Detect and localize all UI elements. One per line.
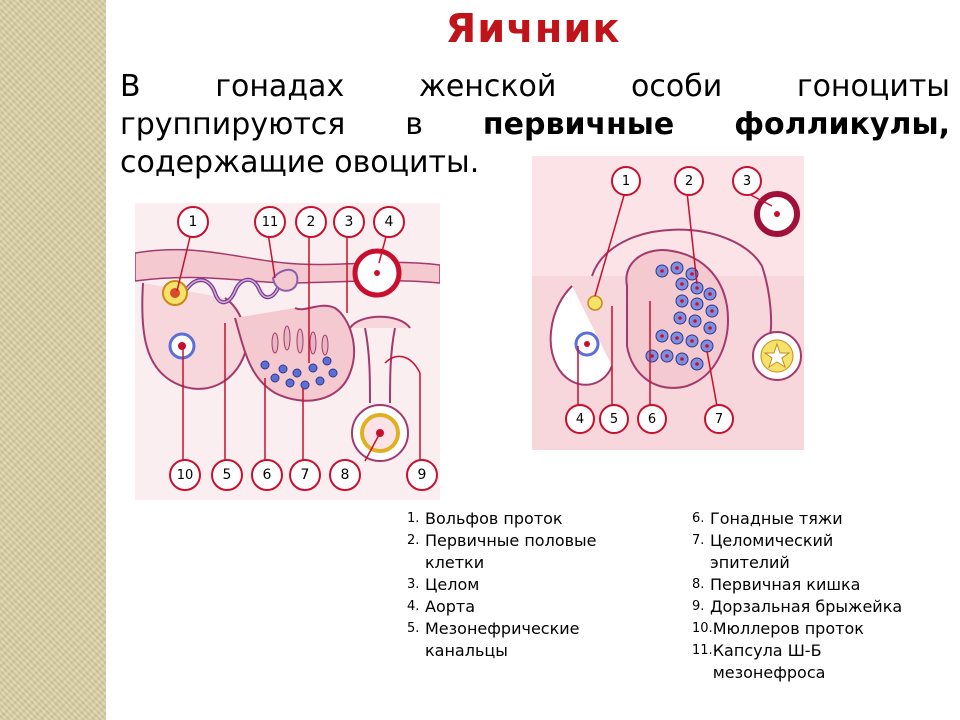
intro-line-2: группируются в первичные фолликулы, (120, 106, 950, 144)
intro-line-1: В гонадах женской особи гоноциты (120, 68, 950, 106)
intro-comma: , (938, 107, 950, 142)
legend-number: 2. (407, 533, 420, 548)
intro-bold-word: первичные (482, 107, 675, 142)
figure2-label: 6 (637, 404, 667, 434)
legend-number: 9. (692, 599, 705, 614)
legend-item: 4. Аорта (407, 596, 677, 618)
legend-number: 10. (692, 621, 713, 636)
legend-left-column: 1. Вольфов проток 2. Первичные половые кле… (407, 508, 677, 662)
figure1-label: 6 (251, 459, 283, 491)
legend-text: Целом (425, 575, 480, 594)
legend-item: 9. Дорзальная брыжейка (692, 596, 942, 618)
figure-ovary-developed-illustration (532, 156, 804, 450)
legend-text: Гонадные тяжи (710, 509, 843, 528)
legend-item: 8. Первичная кишка (692, 574, 942, 596)
legend-text: Первичные половые клетки (425, 531, 597, 572)
legend-text: Дорзальная брыжейка (710, 597, 903, 616)
intro-line-3: содержащие овоциты. (120, 145, 480, 180)
legend-item: 6. Гонадные тяжи (692, 508, 942, 530)
figure-gonad-early: 1 11 2 3 4 10 5 6 7 8 9 (135, 203, 440, 500)
legend-number: 3. (407, 577, 420, 592)
figure2-label: 3 (732, 166, 762, 196)
figure1-label: 2 (295, 206, 327, 238)
figure1-label: 11 (254, 206, 286, 238)
figure1-label: 4 (373, 206, 405, 238)
legend-number: 5. (407, 621, 420, 636)
intro-word: гонадах (215, 69, 345, 104)
legend-item: 10.Мюллеров проток (692, 618, 942, 640)
legend-text: Аорта (425, 597, 476, 616)
figure2-label: 7 (704, 404, 734, 434)
intro-word: женской (418, 69, 557, 104)
figure1-label: 10 (169, 459, 201, 491)
legend-item: 2. Первичные половые клетки (407, 530, 677, 574)
figure1-label: 9 (406, 459, 438, 491)
legend-item: 5. Мезонефрические канальцы (407, 618, 677, 662)
intro-word: в (405, 107, 423, 142)
intro-word: В (120, 69, 141, 104)
legend-item: 3. Целом (407, 574, 677, 596)
figure2-label: 2 (674, 166, 704, 196)
figure1-label: 1 (177, 206, 209, 238)
legend-number: 8. (692, 577, 705, 592)
slide-title: Яичник (445, 6, 621, 52)
legend-item: 1. Вольфов проток (407, 508, 677, 530)
legend-item: 7. Целомический эпителий (692, 530, 942, 574)
figure-ovary-developed: 1 2 3 4 5 6 7 (532, 156, 804, 450)
intro-bold-word: фолликулы (734, 107, 939, 142)
legend-text: Целомический эпителий (710, 531, 834, 572)
decorative-side-strip (0, 0, 106, 720)
legend-number: 11. (692, 643, 713, 658)
intro-word: гоноциты (796, 69, 950, 104)
intro-paragraph: В гонадах женской особи гоноциты группир… (120, 68, 950, 182)
legend-text: Вольфов проток (425, 509, 563, 528)
intro-word: группируются (120, 107, 346, 142)
figure-gonad-early-illustration (135, 203, 440, 500)
figure2-label: 1 (611, 166, 641, 196)
legend-number: 4. (407, 599, 420, 614)
legend-number: 6. (692, 511, 705, 526)
legend-text: Капсула Ш-Б мезонефроса (712, 641, 826, 682)
intro-bold-group: фолликулы, (734, 106, 950, 144)
figure1-label: 3 (333, 206, 365, 238)
figure1-label: 7 (289, 459, 321, 491)
legend-right-column: 6.Гонадные тяжи 7.Целомический эпителий … (692, 508, 942, 684)
legend-text: Первичная кишка (710, 575, 861, 594)
figure1-label: 8 (329, 459, 361, 491)
legend-number: 7. (692, 533, 705, 548)
legend-text: Мезонефрические канальцы (425, 619, 580, 660)
legend-number: 1. (407, 511, 420, 526)
legend-text: Мюллеров проток (712, 619, 864, 638)
figure2-label: 5 (599, 404, 629, 434)
legend-item: 11.Капсула Ш-Б мезонефроса (692, 640, 942, 684)
intro-word: особи (631, 69, 723, 104)
figure2-label: 4 (565, 404, 595, 434)
figure1-label: 5 (211, 459, 243, 491)
